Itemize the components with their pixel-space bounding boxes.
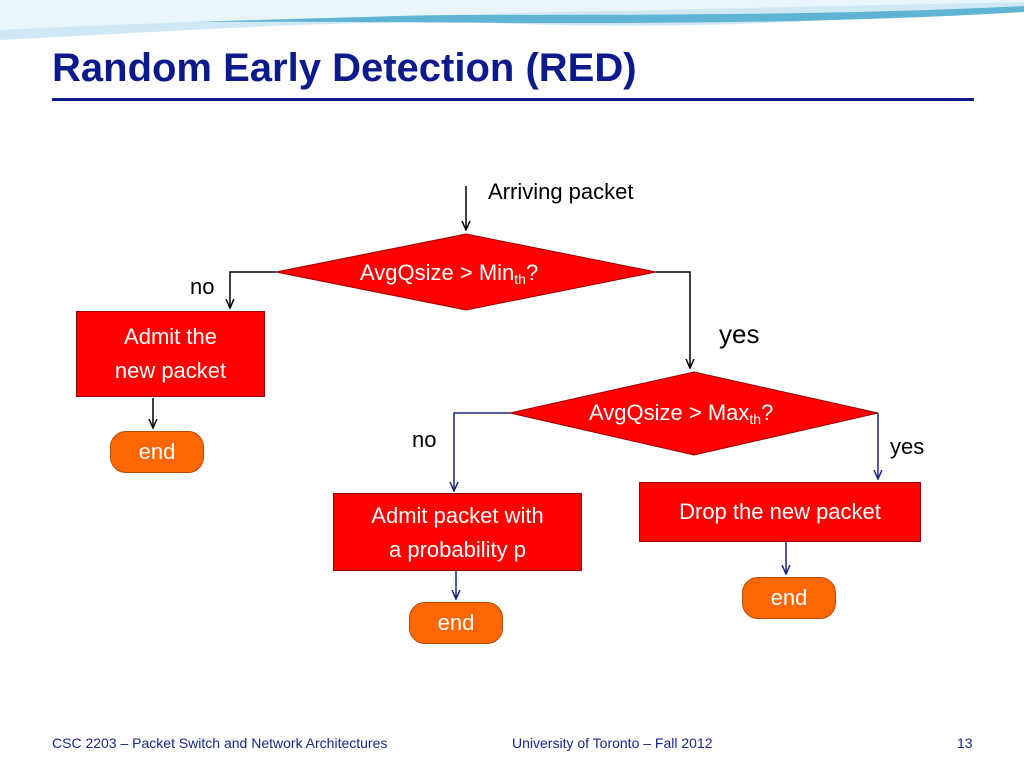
decision-min-threshold-text: AvgQsize > Minth? [360, 260, 538, 286]
decision1-yes-label: yes [719, 319, 760, 349]
decision1-suffix: ? [525, 260, 539, 285]
admit-packet-box: Admit the new packet [76, 311, 265, 397]
yes-arrow-to-decision2 [656, 271, 690, 368]
end-terminal-drop: end [742, 577, 836, 619]
footer-page-number: 13 [957, 735, 973, 751]
admit-probability-box: Admit packet with a probability p [333, 493, 582, 571]
decision2-no-label: no [412, 427, 437, 452]
drop-packet-box: Drop the new packet [639, 482, 921, 542]
decision-max-threshold-text: AvgQsize > Maxth? [589, 400, 773, 426]
end-terminal-admit: end [110, 431, 204, 473]
decision1-text: AvgQsize > Min [360, 260, 515, 285]
no-arrow-to-probability [454, 412, 510, 491]
decision2-suffix: ? [761, 400, 774, 425]
title-underline [52, 98, 974, 101]
header-wave-decoration [0, 0, 1024, 40]
decision2-subscript: th [749, 411, 762, 427]
drop-box-line1: Drop the new packet [679, 499, 881, 524]
probability-box-line2: a probability p [389, 537, 526, 562]
admit-box-line1: Admit the [124, 324, 217, 349]
probability-box-line1: Admit packet with [371, 503, 544, 528]
footer-course: CSC 2203 – Packet Switch and Network Arc… [52, 735, 388, 751]
decision1-subscript: th [514, 271, 526, 287]
decision2-text: AvgQsize > Max [589, 400, 750, 425]
slide-title: Random Early Detection (RED) [52, 46, 637, 90]
arriving-packet-label: Arriving packet [488, 179, 634, 204]
end-terminal-probability: end [409, 602, 503, 644]
admit-box-line2: new packet [114, 358, 227, 383]
decision-max-threshold-diamond [509, 371, 879, 456]
no-arrow-to-admit [230, 271, 276, 308]
decision2-yes-label: yes [890, 434, 925, 459]
footer-institution: University of Toronto – Fall 2012 [512, 735, 713, 751]
decision1-no-label: no [190, 274, 215, 299]
decision-min-threshold-diamond [275, 233, 657, 311]
